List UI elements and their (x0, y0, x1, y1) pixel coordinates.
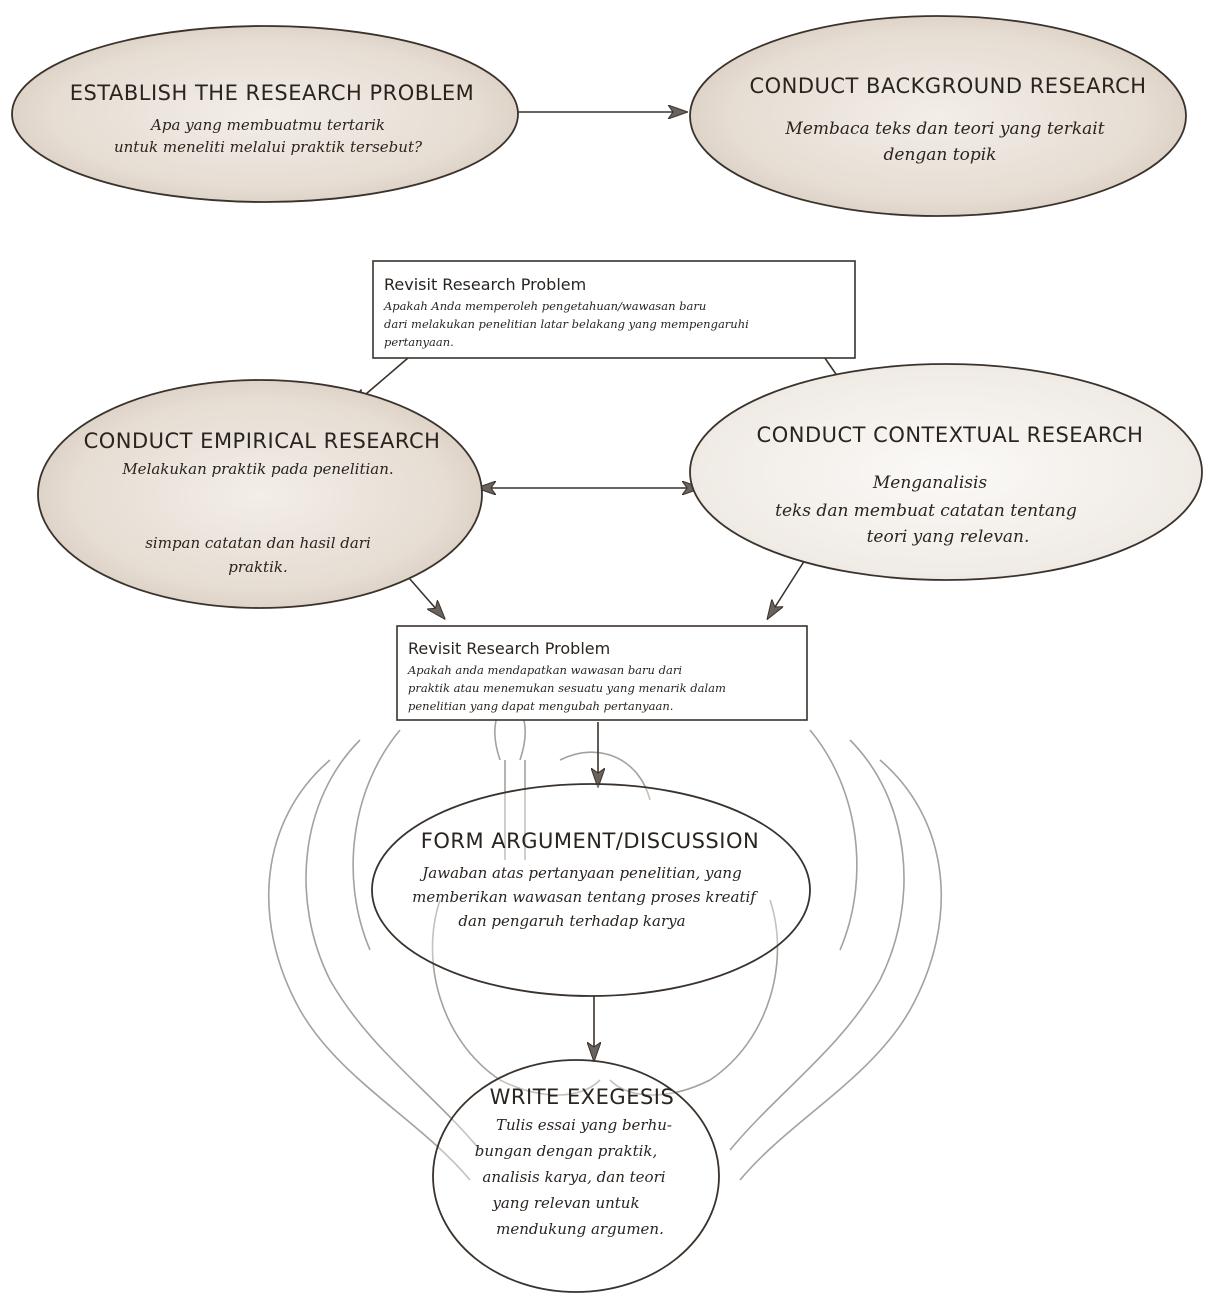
node-revisit-1: Revisit Research Problem Apakah Anda mem… (372, 260, 856, 359)
argument-title: FORM ARGUMENT/DISCUSSION (421, 829, 759, 853)
establish-title: ESTABLISH THE RESEARCH PROBLEM (70, 81, 475, 105)
background-line-2: dengan topik (884, 145, 997, 165)
contextual-line-3: teori yang relevan. (867, 527, 1030, 547)
watermark-emblem (268, 699, 942, 1181)
empirical-line-3: praktik. (228, 558, 288, 576)
exegesis-line-1: Tulis essai yang berhu- (496, 1116, 672, 1134)
revisit-2-line-1: Apakah anda mendapatkan wawasan baru dar… (407, 663, 682, 677)
node-contextual: CONDUCT CONTEXTUAL RESEARCH Menganalisis… (689, 363, 1203, 581)
revisit-1-title: Revisit Research Problem (384, 275, 586, 294)
background-title: CONDUCT BACKGROUND RESEARCH (749, 74, 1146, 98)
node-revisit-2: Revisit Research Problem Apakah anda men… (396, 625, 808, 721)
exegesis-ellipse (432, 1059, 720, 1293)
revisit-1-box (372, 260, 856, 359)
contextual-title: CONDUCT CONTEXTUAL RESEARCH (757, 423, 1144, 447)
revisit-2-box (396, 625, 808, 721)
background-line-1: Membaca teks dan teori yang terkait (784, 119, 1104, 139)
argument-line-1: Jawaban atas pertanyaan penelitian, yang (419, 864, 741, 882)
revisit-1-line-3: pertanyaan. (384, 335, 454, 349)
node-exegesis: WRITE EXEGESIS Tulis essai yang berhu- b… (432, 1059, 720, 1293)
contextual-line-1: Menganalisis (872, 473, 988, 493)
exegesis-line-4: yang relevan untuk (491, 1194, 639, 1212)
argument-ellipse (371, 783, 811, 997)
revisit-1-line-1: Apakah Anda memperoleh pengetahuan/wawas… (383, 299, 706, 313)
node-empirical: CONDUCT EMPIRICAL RESEARCH Melakukan pra… (37, 379, 483, 609)
contextual-line-2: teks dan membuat catatan tentang (775, 501, 1077, 521)
empirical-line-2: simpan catatan dan hasil dari (145, 534, 371, 552)
establish-line-1: Apa yang membuatmu tertarik (149, 116, 385, 134)
exegesis-line-2: bungan dengan praktik, (475, 1142, 658, 1160)
node-establish: ESTABLISH THE RESEARCH PROBLEM Apa yang … (11, 25, 519, 203)
edge-contextual-to-revisit2 (768, 551, 811, 618)
node-argument: FORM ARGUMENT/DISCUSSION Jawaban atas pe… (371, 783, 811, 997)
exegesis-title: WRITE EXEGESIS (490, 1085, 675, 1109)
revisit-2-line-3: penelitian yang dapat mengubah pertanyaa… (408, 699, 673, 713)
background-ellipse (689, 15, 1187, 217)
empirical-title: CONDUCT EMPIRICAL RESEARCH (84, 429, 441, 453)
exegesis-line-5: mendukung argumen. (496, 1220, 664, 1238)
empirical-line-1: Melakukan praktik pada penelitian. (121, 460, 393, 478)
contextual-ellipse (689, 363, 1203, 581)
node-background: CONDUCT BACKGROUND RESEARCH Membaca teks… (689, 15, 1187, 217)
revisit-2-title: Revisit Research Problem (408, 639, 610, 658)
establish-line-2: untuk meneliti melalui praktik tersebut? (114, 138, 423, 156)
establish-ellipse (11, 25, 519, 203)
exegesis-line-3: analisis karya, dan teori (482, 1168, 665, 1186)
revisit-2-line-2: praktik atau menemukan sesuatu yang mena… (408, 681, 726, 695)
argument-line-2: memberikan wawasan tentang proses kreati… (412, 888, 758, 906)
argument-line-3: dan pengaruh terhadap karya (458, 912, 685, 930)
revisit-1-line-2: dari melakukan penelitian latar belakang… (384, 317, 749, 331)
empirical-ellipse (37, 379, 483, 609)
